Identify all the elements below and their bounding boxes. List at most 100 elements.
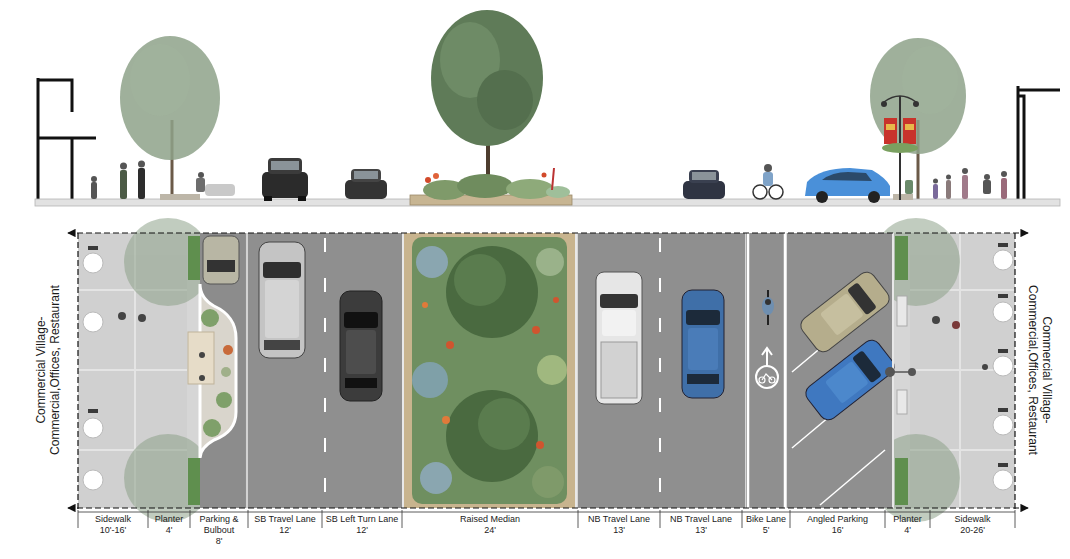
- median-planting: [412, 362, 448, 398]
- median-planting: [410, 168, 572, 205]
- cyclist: [762, 290, 774, 325]
- bulbout-planting: [223, 345, 233, 355]
- car: [259, 242, 305, 358]
- segment-name: Sidewalk: [952, 514, 992, 525]
- bike-lane-symbol: [756, 366, 778, 388]
- car: [340, 291, 382, 401]
- median-planting: [442, 416, 450, 424]
- planter: [188, 236, 200, 280]
- car: [802, 337, 898, 424]
- car: [802, 337, 898, 424]
- pedestrian: [982, 364, 988, 370]
- cyclist: [753, 164, 783, 199]
- cafe-table: [83, 470, 103, 490]
- dimension-cell: NB Travel Lane13': [660, 514, 742, 536]
- extent-arrow: [77, 233, 78, 512]
- plan-view: [890, 371, 912, 373]
- car: [805, 168, 890, 196]
- median-planting: [446, 246, 538, 338]
- dimension-cell: Planter4': [148, 514, 190, 536]
- lane-stripe: [659, 238, 661, 508]
- cafe-table: [993, 302, 1013, 322]
- median-planting: [532, 326, 540, 334]
- segment-name: Bike Lane: [744, 514, 788, 525]
- segment-width: 10'-16': [98, 525, 128, 536]
- street-lamp: [881, 101, 887, 107]
- planter: [895, 236, 908, 280]
- car: [262, 172, 308, 198]
- street-lamp: [886, 124, 895, 130]
- car: [797, 269, 893, 356]
- pedestrian: [120, 170, 127, 199]
- cafe-table: [83, 250, 1013, 490]
- segment-name: Angled Parking: [805, 514, 870, 525]
- segment-width: 20-26': [958, 525, 987, 536]
- median-planting: [433, 173, 439, 179]
- extent-arrow: [1014, 233, 1015, 512]
- car: [686, 310, 720, 325]
- street-lamp: [884, 118, 897, 144]
- cafe-table: [83, 418, 103, 438]
- street-lamp: [881, 96, 919, 200]
- cafe-chair: [998, 349, 1008, 353]
- paving-joint: [78, 233, 1015, 508]
- dimension-cell: Sidewalk20-26': [930, 514, 1015, 536]
- cyclist: [764, 164, 772, 172]
- cyclist: [765, 299, 771, 305]
- median-planting: [446, 390, 538, 482]
- cafe-table: [993, 250, 1013, 270]
- street-lamp: [903, 118, 916, 144]
- cafe-table: [993, 470, 1013, 490]
- median-planting: [537, 355, 567, 385]
- segment-name: Planter: [891, 514, 924, 525]
- pedestrian: [199, 352, 205, 358]
- plan-view: [245, 233, 402, 508]
- median-planting: [478, 398, 530, 450]
- tree: [130, 44, 190, 116]
- car: [822, 172, 872, 181]
- dimension-line: [190, 510, 191, 528]
- pedestrian: [905, 180, 913, 194]
- tree: [120, 36, 220, 200]
- car: [340, 291, 382, 401]
- pedestrian: [962, 168, 968, 174]
- cafe-chair: [998, 243, 1008, 247]
- tree: [902, 46, 958, 114]
- pedestrian: [1001, 171, 1007, 177]
- car: [805, 168, 890, 203]
- median-planting: [532, 466, 564, 498]
- bench: [897, 296, 907, 326]
- car: [868, 191, 880, 203]
- tree: [477, 70, 533, 130]
- pedestrian: [120, 163, 127, 170]
- pedestrian: [138, 314, 146, 322]
- bulbout-planting: [203, 419, 221, 437]
- dimension-line: [930, 510, 931, 528]
- bike-lane-symbol: [766, 350, 768, 366]
- car: [344, 312, 378, 328]
- pedestrian: [91, 182, 97, 199]
- tree-canopy: [124, 218, 960, 522]
- tree: [120, 36, 220, 160]
- segment-name: NB Travel Lane: [668, 514, 734, 525]
- car: [298, 196, 306, 201]
- car: [265, 280, 299, 338]
- pedestrian: [983, 180, 991, 194]
- elevation-view: [35, 10, 1060, 206]
- bike-lane-symbol: [762, 374, 772, 380]
- median-planting: [546, 186, 570, 198]
- plan-view: [784, 233, 787, 508]
- segment-name: Parking & Bulbout: [190, 514, 248, 536]
- car: [271, 161, 299, 170]
- plan-view: [68, 218, 1028, 522]
- pedestrian: [946, 180, 951, 199]
- dimension-cell: Bike Lane5': [742, 514, 790, 536]
- car: [351, 169, 381, 182]
- car: [259, 242, 305, 358]
- dimension-cell: SB Travel Lane12': [248, 514, 322, 536]
- raised-median: [403, 233, 576, 508]
- car: [596, 272, 642, 404]
- segment-width: 16': [830, 525, 846, 536]
